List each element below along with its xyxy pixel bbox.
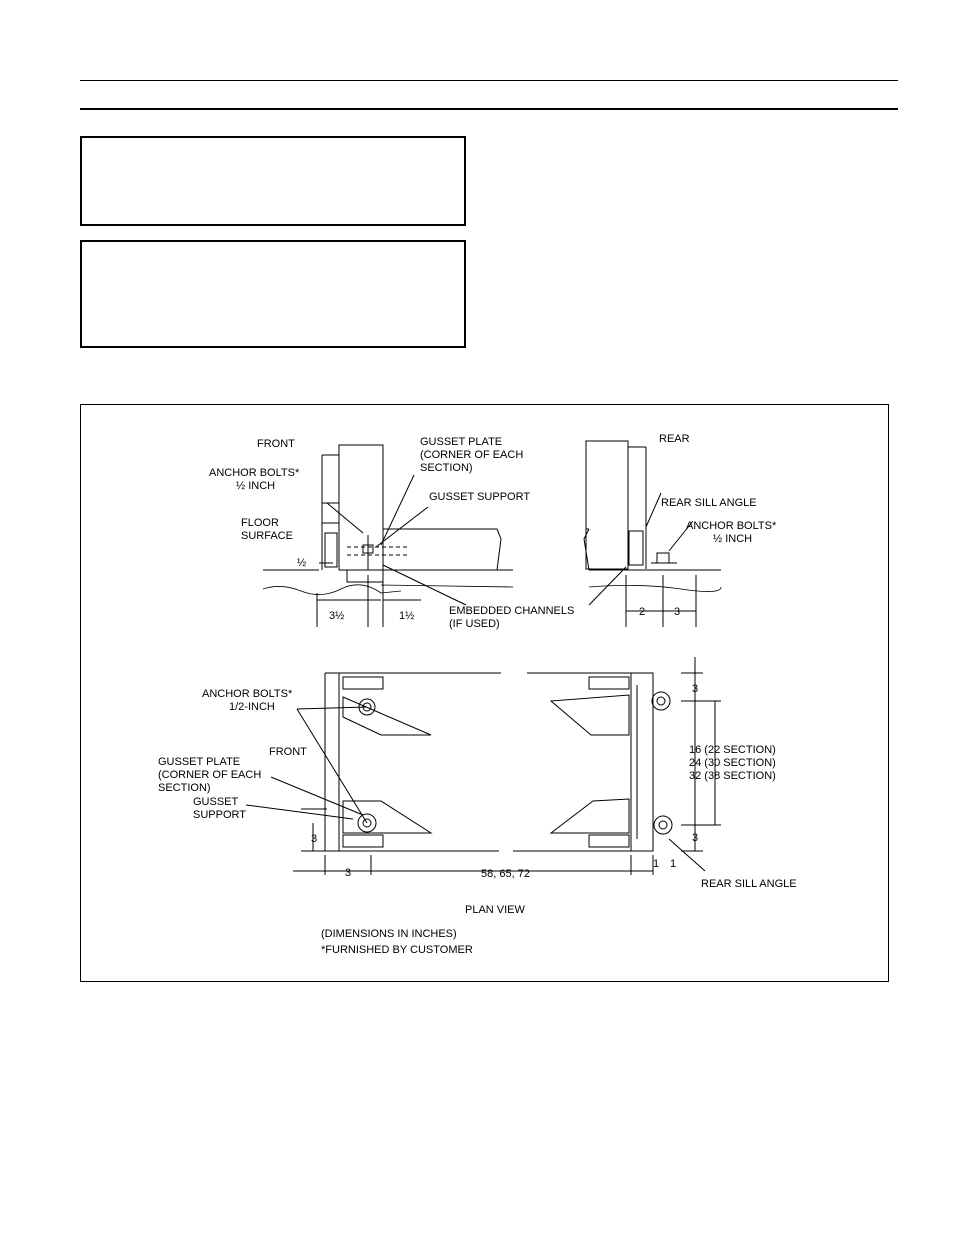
- label-front-plan: FRONT: [269, 746, 307, 758]
- front-cabinet-elevation: [338, 444, 384, 571]
- label-gusset-plate-3: SECTION): [420, 462, 473, 474]
- dim-1b: 1: [670, 858, 676, 870]
- label-embedded-channels-1: EMBEDDED CHANNELS: [449, 605, 574, 617]
- label-anchor-bolts-right-1: ANCHOR BOLTS*: [686, 520, 777, 532]
- dim-1a: 1: [653, 858, 659, 870]
- dim-3-elev: 3: [674, 606, 680, 618]
- elevation-view: [262, 440, 722, 627]
- plan-labels: ANCHOR BOLTS* 1/2-INCH FRONT GUSSET PLAT…: [158, 683, 797, 956]
- plan-bolt-rear-top: [651, 691, 671, 711]
- dim-3-5: 3½: [329, 610, 344, 622]
- label-anchor-bolts-left-2: ½ INCH: [236, 480, 275, 492]
- label-anchor-bolts-plan-2: 1/2-INCH: [229, 701, 275, 713]
- plan-view: [245, 657, 721, 875]
- header-rule-bottom: [80, 108, 898, 110]
- label-gusset-plate-plan-3: SECTION): [158, 782, 211, 794]
- label-gusset-support-plan-2: SUPPORT: [193, 809, 246, 821]
- label-rear: REAR: [659, 433, 690, 445]
- dim-2: 2: [639, 606, 645, 618]
- label-rear-sill-angle-plan: REAR SILL ANGLE: [701, 878, 797, 890]
- plan-bolt-front-bottom: [357, 813, 377, 833]
- dim-3-left: 3: [311, 833, 317, 845]
- anchor-bolt-right: [656, 552, 670, 564]
- header-rule-top: [80, 80, 898, 81]
- label-embedded-channels-2: (IF USED): [449, 618, 500, 630]
- plan-rear-frame: [513, 672, 654, 852]
- label-anchor-bolts-right-2: ½ INCH: [713, 533, 752, 545]
- dim-spacing-2: 24 (30 SECTION): [689, 757, 776, 769]
- installation-drawing: FRONT GUSSET PLATE (CORNER OF EACH SECTI…: [158, 433, 797, 956]
- elevation-labels: FRONT GUSSET PLATE (CORNER OF EACH SECTI…: [209, 433, 777, 630]
- base-break: [583, 528, 590, 571]
- dim-3-right: 3: [692, 832, 698, 844]
- label-rear-sill-angle-elev: REAR SILL ANGLE: [661, 497, 757, 509]
- dim-spacing-1: 16 (22 SECTION): [689, 744, 776, 756]
- label-floor-2: SURFACE: [241, 530, 293, 542]
- dim-width: 58, 65, 72: [481, 868, 530, 880]
- label-gusset-support: GUSSET SUPPORT: [429, 491, 530, 503]
- label-gusset-plate-plan-1: GUSSET PLATE: [158, 756, 240, 768]
- label-gusset-support-plan-1: GUSSET: [193, 796, 239, 808]
- label-gusset-plate-2: (CORNER OF EACH: [420, 449, 523, 461]
- note-dimensions: (DIMENSIONS IN INCHES): [321, 928, 457, 940]
- dim-3-bottom: 3: [345, 867, 351, 879]
- label-front-elevation: FRONT: [257, 438, 295, 450]
- dim-3-top: 3: [692, 683, 698, 695]
- label-gusset-plate-plan-2: (CORNER OF EACH: [158, 769, 261, 781]
- label-anchor-bolts-left-1: ANCHOR BOLTS*: [209, 467, 300, 479]
- label-anchor-bolts-plan-1: ANCHOR BOLTS*: [202, 688, 293, 700]
- dim-half: ½: [297, 557, 306, 569]
- figure-frame: FRONT GUSSET PLATE (CORNER OF EACH SECTI…: [80, 404, 889, 982]
- note-box-2: [80, 240, 466, 348]
- label-floor-1: FLOOR: [241, 517, 279, 529]
- floor-break-line: [262, 584, 722, 595]
- label-gusset-plate-1: GUSSET PLATE: [420, 436, 502, 448]
- dim-1-5: 1½: [399, 610, 414, 622]
- note-furnished: *FURNISHED BY CUSTOMER: [321, 944, 473, 956]
- plan-front-frame: [324, 672, 501, 852]
- rear-cabinet-elevation: [585, 440, 629, 570]
- dim-spacing-3: 32 (38 SECTION): [689, 770, 776, 782]
- plan-bolt-rear-bottom: [653, 815, 673, 835]
- note-box-1: [80, 136, 466, 226]
- label-plan-view: PLAN VIEW: [465, 904, 526, 916]
